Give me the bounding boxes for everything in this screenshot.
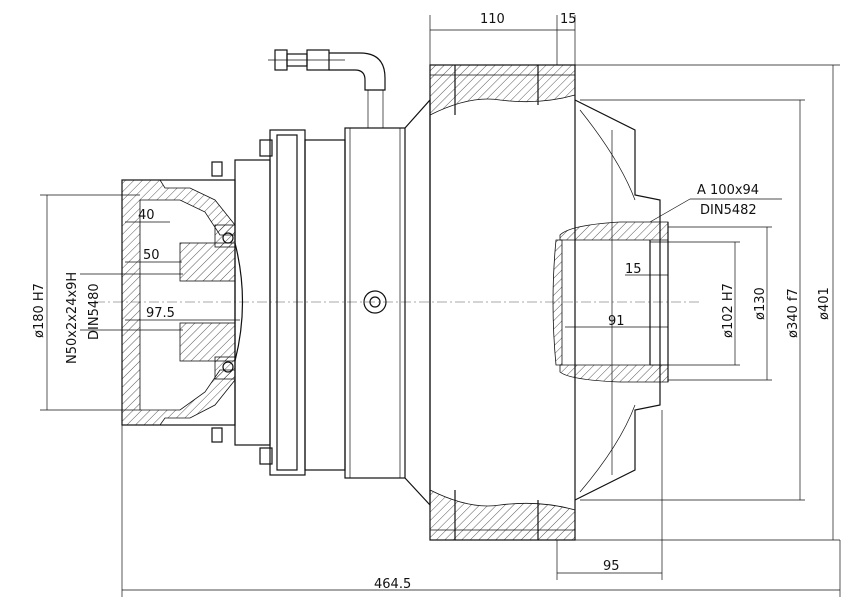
spline-std-left: DIN5480 xyxy=(87,283,102,340)
dim-40: 40 xyxy=(138,208,155,223)
output-shaft xyxy=(552,221,669,383)
dim-dia130: ø130 xyxy=(753,287,768,320)
bolt-icon xyxy=(363,290,387,314)
dim-15-top: 15 xyxy=(560,12,577,27)
spline-spec-left: N50x2x24x9H xyxy=(65,272,80,364)
dimension-lines xyxy=(40,15,841,597)
dim-dia180: ø180 H7 xyxy=(32,283,47,338)
input-housing xyxy=(121,139,273,465)
flange-body xyxy=(269,98,431,507)
dim-15-right: 15 xyxy=(625,262,642,277)
output-drum xyxy=(429,64,661,541)
dim-97-5: 97.5 xyxy=(146,306,175,321)
dim-dia340: ø340 f7 xyxy=(786,288,801,338)
dim-dia401: ø401 xyxy=(817,287,832,320)
dim-overall-length: 464.5 xyxy=(374,577,411,592)
dim-91: 91 xyxy=(608,314,625,329)
spline-spec-right: A 100x94 xyxy=(697,183,759,198)
hydraulic-fitting xyxy=(268,49,386,128)
dim-dia102: ø102 H7 xyxy=(721,283,736,338)
dim-50: 50 xyxy=(143,248,160,263)
dim-95: 95 xyxy=(603,559,620,574)
spline-std-right: DIN5482 xyxy=(700,203,757,218)
dim-110: 110 xyxy=(480,12,505,27)
